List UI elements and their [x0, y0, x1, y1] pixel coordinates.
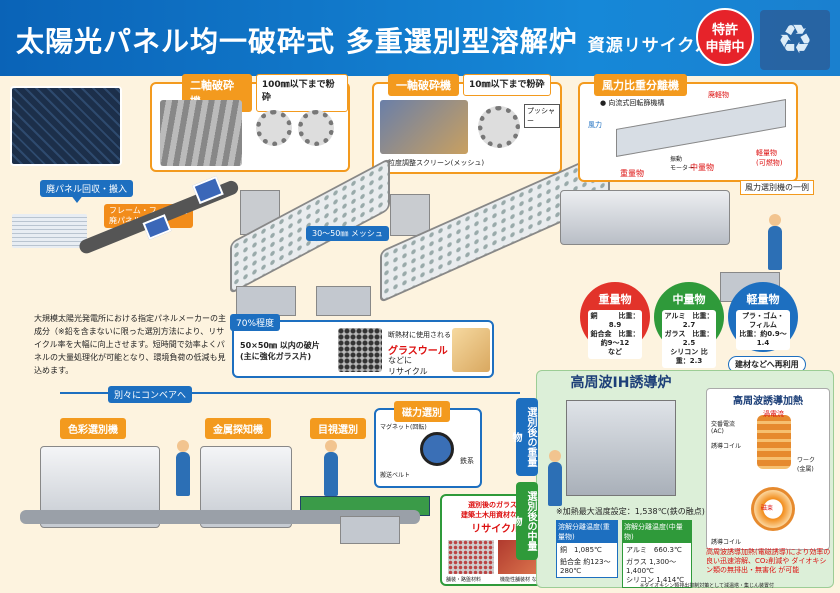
wind-separator-machine	[560, 190, 730, 245]
ih-description: 高周波誘導加熱(電磁誘導)により効率の良い迅速溶解、CO₂削減や ダイオキシン類…	[706, 548, 831, 574]
max-temp: ※加熱最大温度設定：1,538℃(鉄の融点)	[556, 507, 705, 516]
eddy-label: 渦電流	[763, 410, 784, 418]
solar-panel-photo	[10, 86, 122, 166]
magnet-label: 磁力選別	[394, 401, 450, 422]
crusher1-label: 一軸破砕機	[388, 74, 459, 96]
flow-line	[60, 392, 520, 394]
gear-icon	[478, 106, 520, 148]
recycle-icon: ♻	[760, 10, 830, 70]
rotary-label: ● 向流式回転篩機構	[600, 99, 665, 107]
visual-sort-label: 目視選別	[310, 418, 366, 439]
magnet-drum	[420, 432, 454, 466]
panel-stack	[12, 214, 87, 248]
crusher1-photo	[380, 100, 468, 154]
ac-label: 交番電流 (AC)	[711, 421, 736, 435]
photo2-label: 機能性舗装材 など	[500, 577, 542, 583]
metal-detector-label: 金属探知機	[205, 418, 271, 439]
heavy-out: 重量物	[620, 169, 644, 178]
worker-figure	[548, 450, 562, 506]
arrow-down-icon	[70, 194, 84, 203]
ih-title: 高周波IH誘導炉	[570, 375, 672, 391]
wind-example: 風力選別機の一例	[740, 180, 814, 195]
coil-icon	[757, 415, 791, 469]
insulation-label: 断熱材に使用される	[388, 331, 451, 339]
light-waste: 廃軽物	[708, 91, 729, 99]
glass-percent: 70%程度	[230, 314, 281, 331]
conveyor-sep-label: 別々にコンベアへ	[108, 386, 193, 403]
glass-desc: 50×50㎜ 以内の破片 (主に強化ガラス片)	[240, 341, 320, 361]
crusher1-machine	[390, 194, 430, 236]
belt-label: 搬送ベルト	[380, 472, 411, 479]
description-text: 大規模太陽光発電所における指定パネルメーカーの主成分（※鉛を含まないに限った選別…	[34, 314, 226, 375]
bottom-conveyor	[20, 510, 420, 524]
medium-temp-box: 溶解分離温度(中量物) アルミ 660.3℃ ガラス 1,300〜1,400℃ …	[622, 520, 692, 588]
pusher-label: プッシャー	[524, 104, 560, 128]
motor-label: 振動 モーター	[670, 156, 695, 172]
glass-recycle: などに リサイクル	[388, 356, 428, 376]
crusher1-spec: 10㎜以下まで粉砕	[463, 74, 551, 96]
crusher2-callout: 二軸破砕機 100㎜以下まで粉砕	[150, 74, 350, 172]
glass-callout: 70%程度 50×50㎜ 以内の破片 (主に強化ガラス片) 断熱材に使用される …	[230, 314, 494, 378]
glasswool-photo	[452, 328, 490, 372]
furnace-machine	[566, 400, 676, 496]
light-out: 軽量物 (可燃物)	[756, 149, 783, 167]
heavy-tab: 選別後の重量物	[510, 398, 538, 476]
coil-label: 誘導コイル	[711, 443, 742, 450]
iron-label: 鉄系	[460, 457, 474, 465]
paving-photo	[448, 540, 494, 574]
bin	[340, 516, 400, 544]
page-subtitle: 資源リサイクル	[587, 36, 713, 56]
worker-figure	[176, 440, 190, 496]
crusher1-callout: 一軸破砕機 10㎜以下まで粉砕 プッシャー 粒度調整スクリーン(メッシュ)	[372, 74, 562, 174]
medium-tab: 選別後の中量物	[510, 482, 538, 560]
worker-figure	[324, 440, 338, 496]
wind-label: 風力比重分離機	[594, 74, 687, 96]
wind-callout: 風力比重分離機 ● 向流式回転篩機構 風力 廃軽物 重量物 振動 モーター 中量…	[578, 74, 798, 182]
magnet-net: マグネット(回転)	[380, 424, 427, 431]
crusher2-photo	[160, 100, 242, 166]
gear-icon	[256, 110, 292, 146]
glass-fragment-photo	[338, 328, 382, 372]
bin	[316, 286, 371, 316]
color-sorter-label: 色彩選別機	[60, 418, 126, 439]
work-label: ワーク (金属)	[797, 457, 816, 473]
magnet-callout: 磁力選別 マグネット(回転) 搬送ベルト 鉄系	[374, 401, 482, 488]
ih-heat-box: 高周波誘導加熱 渦電流 交番電流 (AC) 誘導コイル ワーク (金属) 磁束 …	[706, 388, 830, 550]
medium-out: 中量物	[690, 163, 714, 172]
mesh-label: 30〜50㎜ メッシュ	[306, 226, 389, 241]
heavy-temp-box: 溶解分離温度(重量物) 銅 1,085℃ 鉛合金 約123〜280℃	[556, 520, 618, 578]
ih-note: ※ダイオキシン類排出抑制対策として減温塔・集じん装置付	[640, 583, 775, 589]
worker-figure	[768, 214, 782, 270]
bin	[236, 286, 296, 316]
page-title: 太陽光パネル均一破砕式 多重選別型溶解炉資源リサイクル	[16, 25, 713, 58]
photo1-label: 舗装・路盤材料	[446, 577, 482, 583]
crusher2-spec: 100㎜以下まで粉砕	[255, 74, 348, 112]
light-circle: 軽量物 プラ・ゴム・フィルム比重：約0.9〜1.4	[728, 282, 798, 352]
screen-label: 粒度調整スクリーン(メッシュ)	[388, 159, 485, 167]
flux-label: 磁束	[761, 505, 774, 512]
glasswool-label: グラスウール	[388, 346, 448, 357]
coil-label-2: 誘導コイル	[711, 539, 742, 546]
wind-text: 風力	[588, 121, 602, 129]
patent-badge: 特許 申請中	[696, 8, 754, 66]
collect-label: 廃パネル回収・搬入	[40, 180, 134, 197]
eddy-cross-section	[751, 487, 795, 531]
gear-icon	[298, 110, 334, 146]
